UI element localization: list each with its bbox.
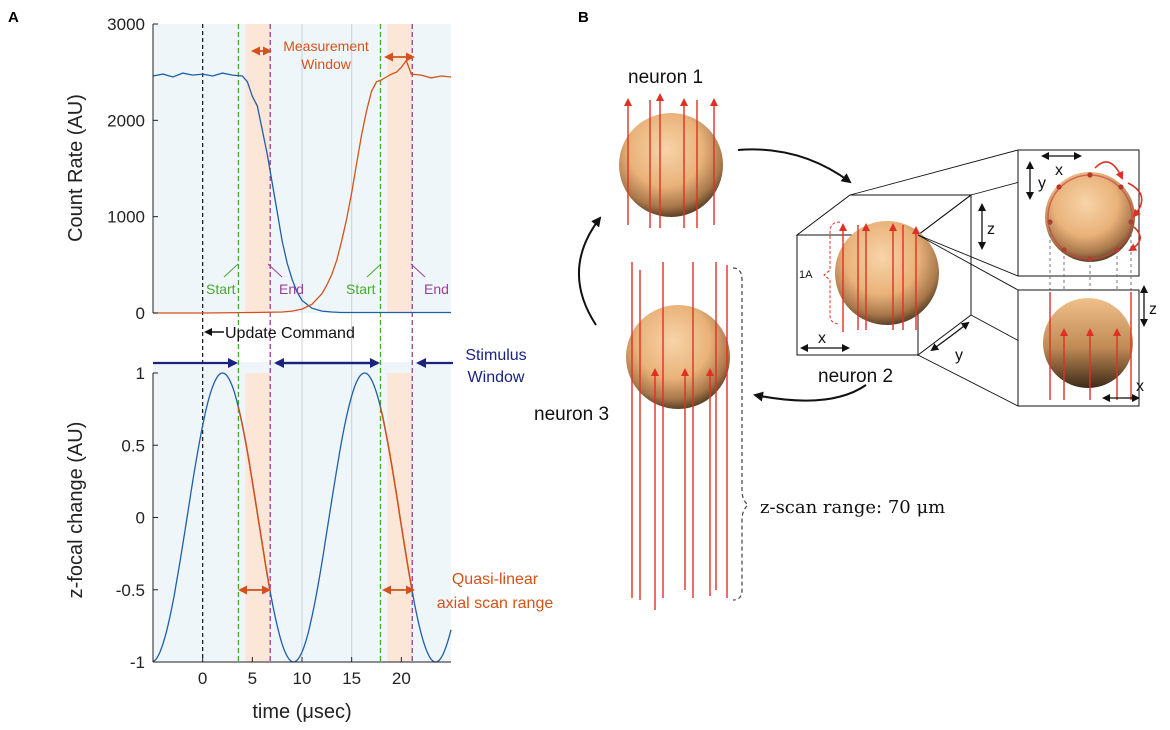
guide-lines: [202, 24, 413, 662]
x-tick-label: 5: [248, 669, 257, 688]
y-tick-label-bottom: -0.5: [116, 581, 145, 600]
neuron-1-sphere: [619, 113, 723, 217]
count-rate-series-2: [153, 59, 452, 314]
stimulus-label-2: Window: [468, 369, 525, 386]
neuron-1-label: neuron 1: [628, 67, 703, 88]
neuron-3-group: neuron 3 z-scan range: 70 μm: [534, 262, 945, 610]
y-tick-label-top: 1000: [107, 208, 145, 227]
quasi-linear-segment-0: [237, 407, 271, 592]
label-1a: 1A: [799, 269, 813, 281]
y-axis-label-bottom: z-focal change (AU): [65, 422, 87, 599]
inset-xy-sphere: [1045, 172, 1135, 262]
quasi-linear-label-2: axial scan range: [437, 595, 554, 612]
neuron-2-group: 1A x y z neuron 2: [795, 193, 995, 387]
measurement-band-top-0: [245, 24, 271, 313]
cycle-arrow-1: [737, 148, 852, 184]
end-leader-1: [267, 263, 283, 278]
start-label-2: Start: [346, 281, 376, 297]
count-rate-series-1: [152, 72, 451, 314]
x-tick-label: 15: [342, 669, 361, 688]
update-command-label: Update Command: [225, 325, 355, 342]
y-tick-label-top: 2000: [107, 111, 145, 130]
end-label-2: End: [424, 281, 449, 297]
y-axis-label-top: Count Rate (AU): [65, 94, 87, 242]
z-scan-bracket: [732, 267, 749, 601]
stimulus-label-1: Stimulus: [465, 347, 526, 364]
y-tick-label-bottom: -1: [130, 653, 145, 672]
y-tick-label-bottom: 0.5: [121, 436, 145, 455]
measurement-window-label-1: Measurement: [283, 38, 369, 54]
x-tick-label: 20: [392, 669, 411, 688]
y-tick-label-bottom: 1: [136, 364, 145, 383]
y-tick-label-bottom: 0: [136, 509, 145, 528]
x-tick-label: 10: [293, 669, 312, 688]
x-tick-label: 0: [198, 669, 207, 688]
neuron-3-sphere: [626, 305, 730, 409]
inset-xz-x-label: x: [1136, 378, 1144, 395]
quasi-linear-segment-1: [379, 407, 414, 592]
neuron-1-group: neuron 1: [619, 67, 723, 228]
cube-z-label: z: [987, 221, 995, 238]
inset-xz-sphere: [1043, 298, 1133, 388]
z-focal-lines: [152, 372, 452, 663]
count-rate-lines: [152, 59, 452, 314]
bracket-1a: [823, 221, 841, 325]
panel-b-label: B: [578, 9, 589, 26]
z-scan-range-label: z-scan range: 70 μm: [760, 497, 945, 518]
start-leader-1: [223, 263, 239, 278]
inset-xz: x z: [1017, 285, 1157, 407]
x-axis-label: time (μsec): [252, 701, 351, 723]
inset-connectors: [1049, 222, 1132, 290]
cube-y-label: y: [955, 347, 963, 364]
start-leader-2: [366, 263, 382, 278]
measurement-window-label-2: Window: [301, 56, 352, 72]
inset-xz-z-label: z: [1149, 301, 1157, 318]
y-tick-label-top: 0: [136, 304, 145, 323]
quasi-linear-label-1: Quasi-linear: [452, 571, 539, 588]
cube-x-label: x: [818, 330, 826, 347]
end-leader-2: [410, 263, 426, 278]
end-label-1: End: [279, 281, 304, 297]
neuron-3-label: neuron 3: [534, 404, 609, 425]
inset-xy-x-label: x: [1055, 162, 1063, 179]
cycle-arrow-3: [578, 216, 602, 326]
measurement-band-top-1: [387, 24, 413, 313]
y-tick-label-top: 3000: [107, 15, 145, 34]
neuron-2-sphere: [835, 221, 939, 325]
inset-xy: x y: [1017, 149, 1143, 277]
inset-xy-y-label: y: [1038, 175, 1046, 192]
panel-a-label: A: [8, 9, 19, 26]
neuron-2-label: neuron 2: [818, 366, 893, 387]
cycle-arrow-2: [753, 384, 867, 402]
start-label-1: Start: [206, 281, 236, 297]
